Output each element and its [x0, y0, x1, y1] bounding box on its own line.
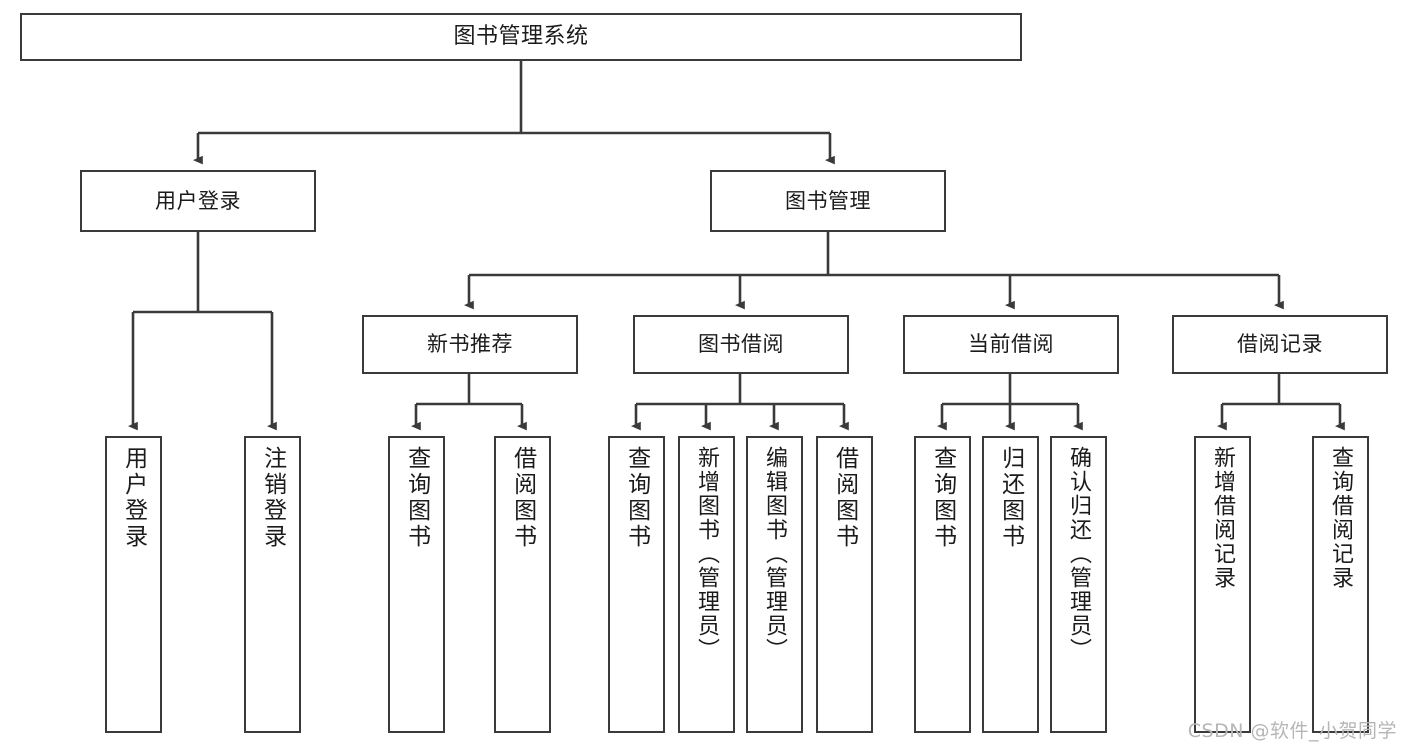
leaf-query-book-borrow[interactable]: 查询图书 [608, 436, 665, 733]
leaf-add-borrow-record[interactable]: 新增借阅记录 [1194, 436, 1251, 733]
node-label: 归还图书 [997, 446, 1024, 550]
node-book-borrow[interactable]: 图书借阅 [633, 315, 849, 374]
node-label: 用户登录 [155, 188, 241, 213]
leaf-confirm-return-admin[interactable]: 确认归还（管理员） [1050, 436, 1107, 733]
node-label: 注销登录 [259, 446, 286, 550]
csdn-watermark: CSDN @软件_小贺同学 [1187, 720, 1397, 742]
leaf-borrow-book-recommend[interactable]: 借阅图书 [494, 436, 551, 733]
leaf-return-book[interactable]: 归还图书 [982, 436, 1039, 733]
node-label: 查询借阅记录 [1328, 446, 1354, 590]
node-label: 借阅图书 [509, 446, 536, 550]
node-label: 确认归还（管理员） [1066, 446, 1092, 662]
node-new-book-recommend[interactable]: 新书推荐 [362, 315, 578, 374]
node-label: 查询图书 [623, 446, 650, 550]
node-label: 新增图书（管理员） [694, 446, 720, 662]
node-label: 图书管理 [785, 188, 871, 213]
node-label: 编辑图书（管理员） [762, 446, 788, 662]
leaf-edit-book-admin[interactable]: 编辑图书（管理员） [746, 436, 803, 733]
node-user-login[interactable]: 用户登录 [80, 170, 316, 232]
node-book-management[interactable]: 图书管理 [710, 170, 946, 232]
leaf-add-book-admin[interactable]: 新增图书（管理员） [678, 436, 735, 733]
node-label: 当前借阅 [968, 332, 1054, 357]
leaf-query-book-current[interactable]: 查询图书 [914, 436, 971, 733]
node-root-system[interactable]: 图书管理系统 [20, 13, 1022, 61]
leaf-query-borrow-record[interactable]: 查询借阅记录 [1312, 436, 1369, 733]
node-current-borrow[interactable]: 当前借阅 [903, 315, 1119, 374]
node-borrow-record[interactable]: 借阅记录 [1172, 315, 1388, 374]
node-label: 图书借阅 [698, 332, 784, 357]
node-label: 查询图书 [929, 446, 956, 550]
node-label: 新增借阅记录 [1210, 446, 1236, 590]
node-label: 图书管理系统 [453, 24, 589, 50]
leaf-query-book-recommend[interactable]: 查询图书 [388, 436, 445, 733]
leaf-user-login[interactable]: 用户登录 [105, 436, 162, 733]
node-label: 借阅图书 [831, 446, 858, 550]
node-label: 查询图书 [403, 446, 430, 550]
node-label: 借阅记录 [1237, 332, 1323, 357]
node-label: 用户登录 [120, 446, 147, 550]
leaf-borrow-book[interactable]: 借阅图书 [816, 436, 873, 733]
leaf-logout[interactable]: 注销登录 [244, 436, 301, 733]
node-label: 新书推荐 [427, 332, 513, 357]
